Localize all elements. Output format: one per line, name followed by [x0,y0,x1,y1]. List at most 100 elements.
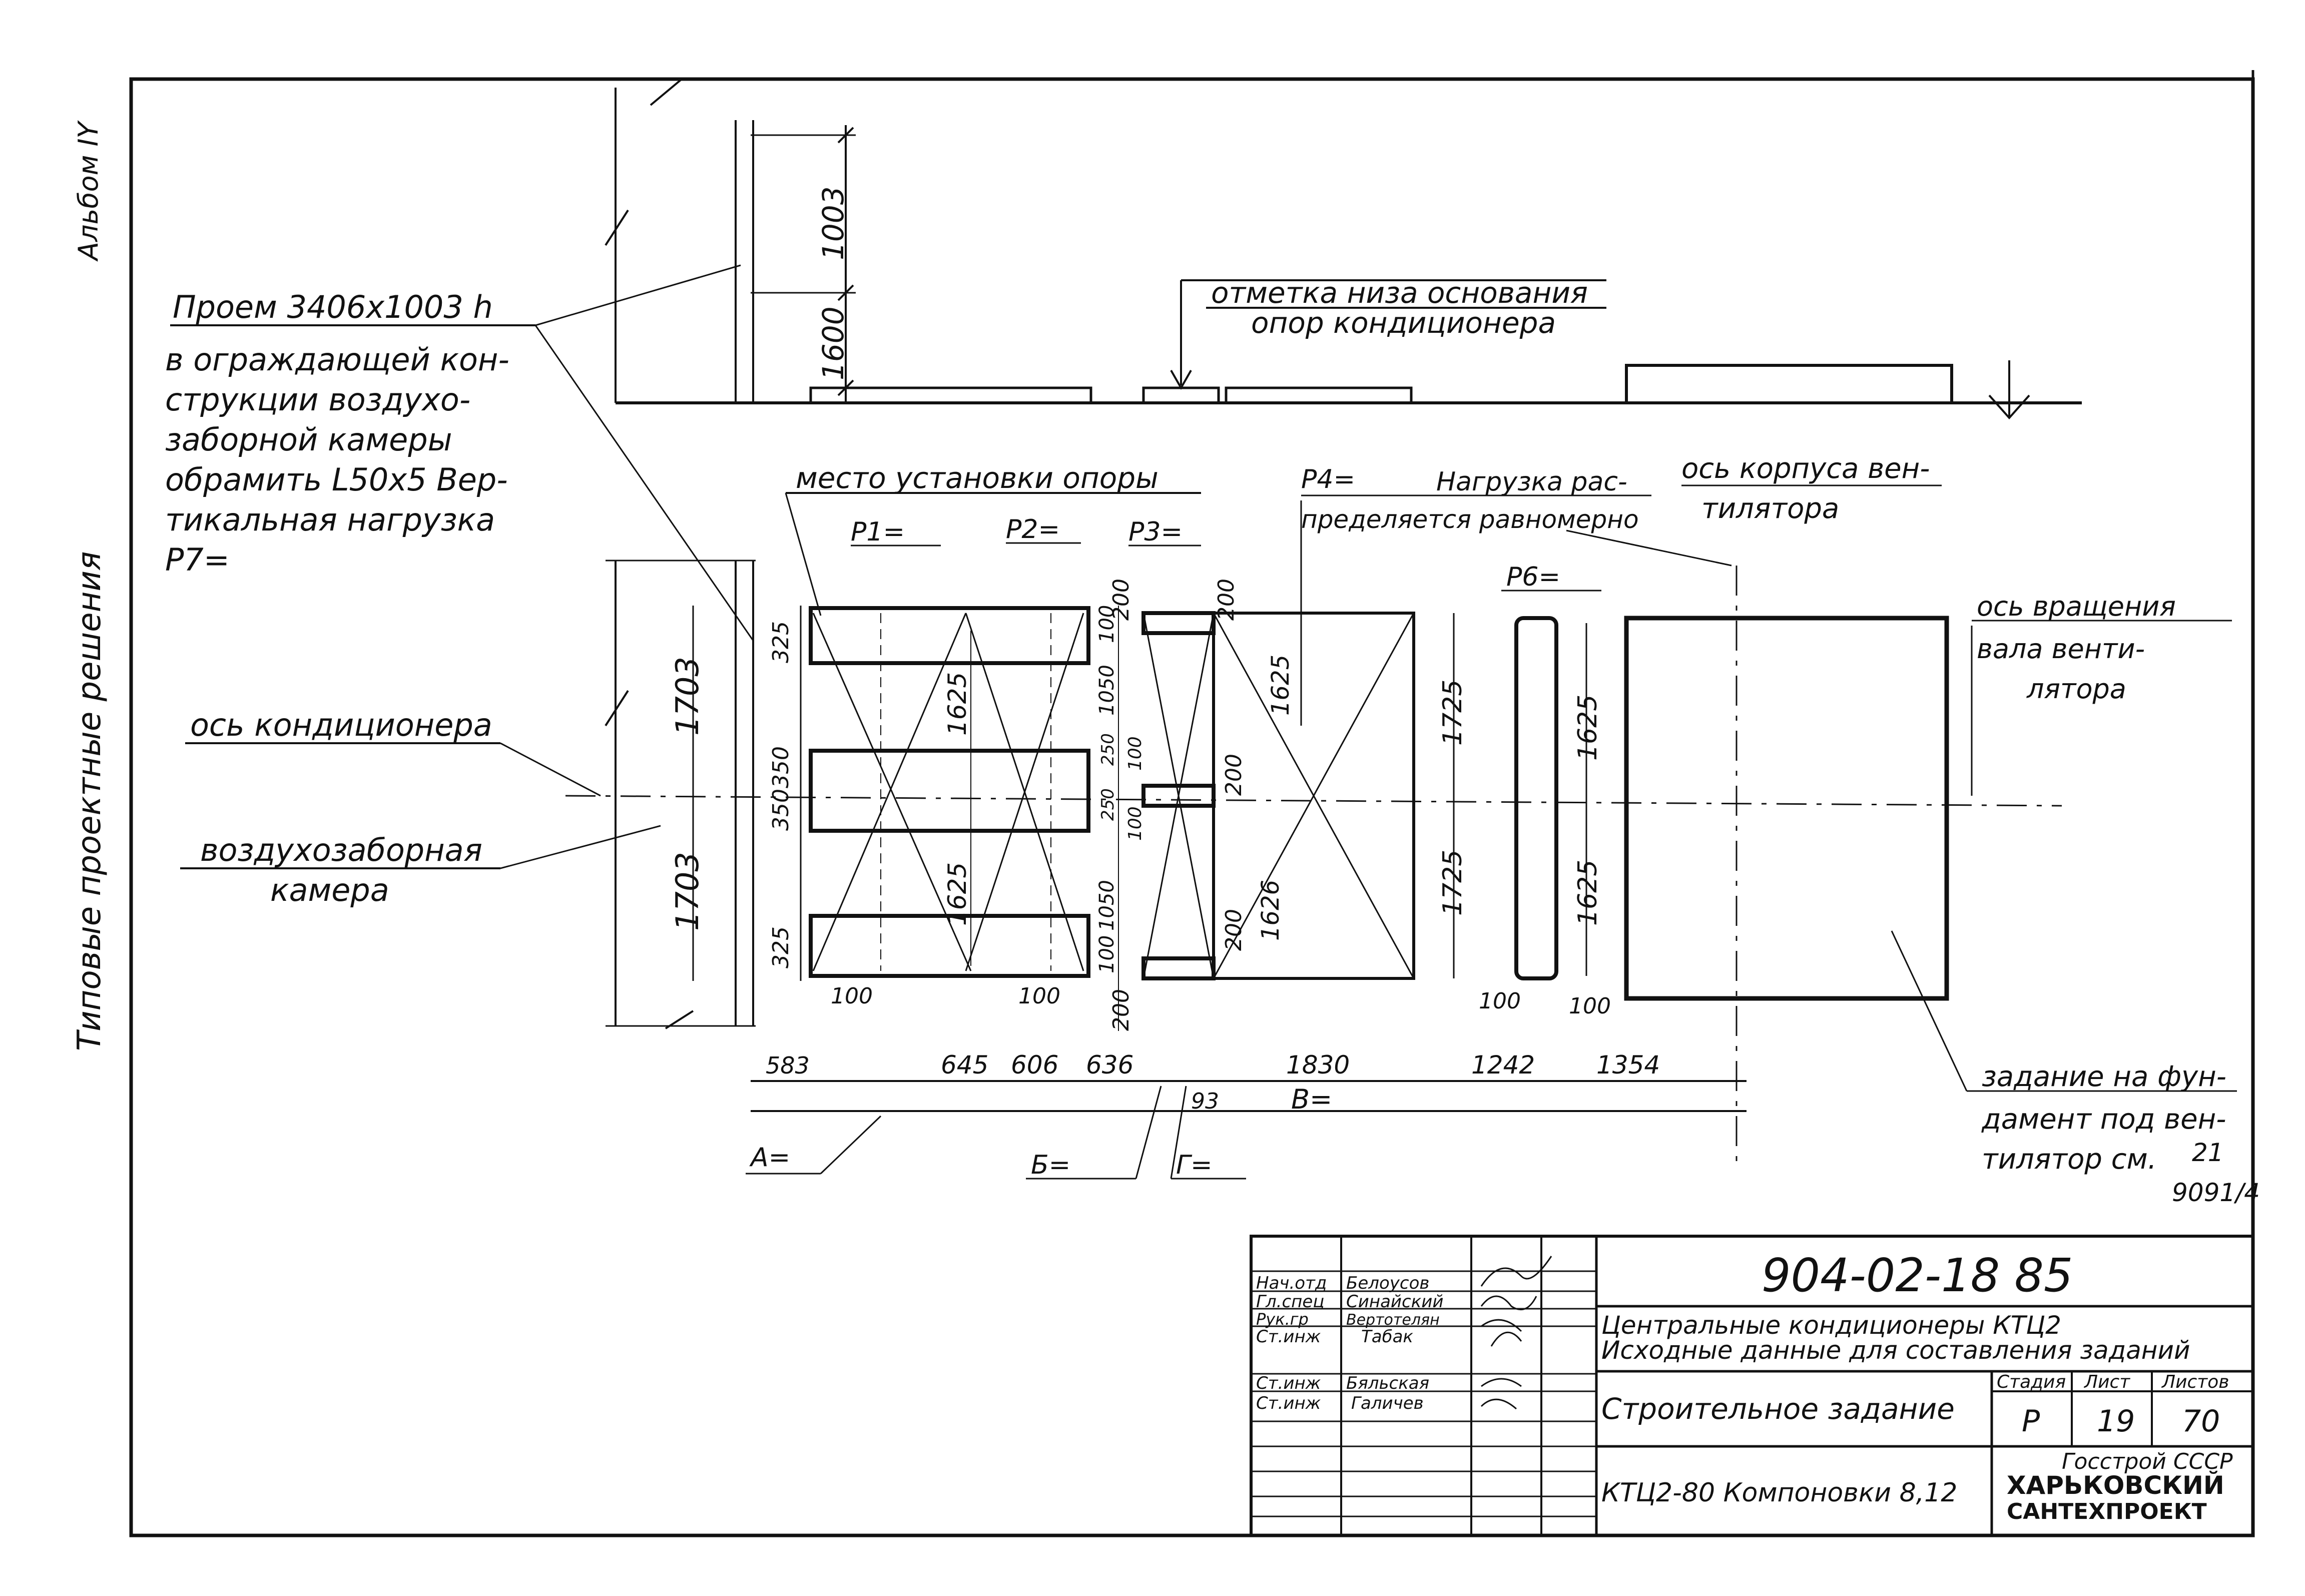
svg-text:Бяльская: Бяльская [1346,1373,1429,1393]
svg-text:А=: А= [749,1143,790,1173]
svg-text:Ст.инж: Ст.инж [1256,1327,1321,1347]
svg-text:1050: 1050 [1095,665,1118,716]
svg-text:вала венти-: вала венти- [1977,633,2145,665]
svg-text:САНТЕХПРОЕКТ: САНТЕХПРОЕКТ [2007,1499,2207,1524]
svg-text:Синайский: Синайский [1346,1292,1443,1312]
svg-text:P1=: P1= [851,517,905,547]
svg-text:1830: 1830 [1286,1050,1350,1080]
svg-text:дамент под вен-: дамент под вен- [1981,1103,2226,1136]
elev-dim-1003: 1003 [816,186,850,260]
svg-text:обрамить L50х5 Вер-: обрамить L50х5 Вер- [165,461,508,498]
signatures [1480,1256,1552,1410]
base-mark-line1: отметка низа основания [1211,276,1588,310]
svg-text:P3=: P3= [1128,517,1183,547]
svg-text:Г=: Г= [1176,1150,1213,1180]
svg-text:Стадия: Стадия [1997,1372,2066,1392]
svg-text:645: 645 [941,1050,988,1080]
svg-text:Б=: Б= [1031,1150,1070,1180]
svg-text:606: 606 [1011,1050,1058,1080]
svg-text:100: 100 [1569,993,1611,1019]
svg-text:Табак: Табак [1361,1327,1413,1347]
support-place-label: место установки опоры [796,461,1159,495]
opening-note: Проем 3406х1003 h в ограждающей кон- стр… [165,264,754,641]
svg-text:заборной камеры: заборной камеры [165,421,452,458]
svg-text:583: 583 [766,1052,810,1079]
svg-text:21: 21 [2192,1138,2224,1167]
svg-text:100: 100 [1095,605,1118,643]
svg-text:Листов: Листов [2161,1372,2229,1392]
svg-text:350: 350 [768,789,794,831]
svg-text:пределяется равномерно: пределяется равномерно [1301,505,1639,534]
svg-text:Проем 3406х1003 h: Проем 3406х1003 h [173,289,493,325]
svg-text:P2=: P2= [1006,514,1060,545]
svg-text:100: 100 [1125,736,1145,771]
svg-text:325: 325 [768,621,794,663]
svg-text:тилятора: тилятора [1701,492,1839,525]
svg-text:1242: 1242 [1471,1050,1535,1080]
sheet-title: КТЦ2-80 Компоновки 8,12 [1601,1478,1957,1508]
elev-dim-1600: 1600 [816,306,850,380]
svg-text:1625: 1625 [1267,655,1295,716]
svg-text:Рук.гр: Рук.гр [1256,1310,1309,1329]
fan-body [1624,616,1949,1001]
elevation-view: 1003 1600 отметка низа основания опор ко… [605,79,2082,420]
svg-text:250: 250 [1098,788,1118,821]
svg-text:1625: 1625 [1573,695,1603,761]
dim-1703-upper: 1703 [669,657,706,736]
svg-text:100: 100 [1125,806,1145,841]
svg-text:200: 200 [1214,579,1239,621]
svg-text:1626: 1626 [1257,880,1285,941]
svg-text:200: 200 [1108,989,1134,1031]
svg-text:Нагрузка рас-: Нагрузка рас- [1436,467,1627,497]
svg-text:100: 100 [831,983,873,1009]
drawing-frame [129,77,2255,1537]
svg-text:1625: 1625 [943,672,972,736]
svg-text:1050: 1050 [1095,880,1118,931]
svg-text:1354: 1354 [1596,1050,1660,1080]
svg-text:P7=: P7= [165,542,230,578]
svg-text:Гл.спец: Гл.спец [1256,1292,1324,1312]
svg-text:тикальная нагрузка: тикальная нагрузка [165,501,495,538]
conditioner-axis [565,795,2062,807]
svg-text:тилятор см.: тилятор см. [1982,1143,2157,1176]
svg-text:Галичев: Галичев [1351,1393,1424,1413]
svg-text:струкции воздухо-: струкции воздухо- [165,381,470,418]
svg-text:325: 325 [768,926,794,968]
svg-text:ось вращения: ось вращения [1977,591,2176,622]
svg-text:93: 93 [1191,1089,1219,1114]
svg-text:Ст.инж: Ст.инж [1256,1373,1321,1393]
svg-text:1625: 1625 [1573,860,1603,926]
svg-text:Р: Р [2022,1404,2040,1439]
series-title: Типовые проектные решения [71,551,108,1051]
svg-text:ось кондиционера: ось кондиционера [190,707,492,743]
svg-text:задание на фун-: задание на фун- [1982,1060,2226,1093]
svg-text:в ограждающей кон-: в ограждающей кон- [165,341,509,378]
base-mark-line2: опор кондиционера [1251,306,1556,340]
svg-text:19: 19 [2097,1404,2135,1439]
svg-text:1625: 1625 [943,862,972,926]
album-title: Альбом IY [73,120,104,262]
doc-number: 904-02-18 85 [1762,1249,2073,1302]
svg-text:Исходные данные для составлени: Исходные данные для составления заданий [1601,1336,2190,1365]
dim-1703-lower: 1703 [669,852,706,931]
svg-text:70: 70 [2182,1404,2220,1439]
svg-text:100: 100 [1018,983,1060,1009]
svg-text:636: 636 [1086,1050,1133,1080]
svg-text:350: 350 [768,746,794,788]
svg-text:100: 100 [1479,988,1521,1014]
svg-text:200: 200 [1108,579,1134,621]
svg-text:250: 250 [1098,733,1118,766]
svg-text:воздухозаборная: воздухозаборная [200,832,482,868]
svg-text:Госстрой СССР: Госстрой СССР [2062,1449,2233,1474]
svg-text:9091/4: 9091/4 [2172,1178,2260,1207]
plan-labels: место установки опоры P1= P2= P3= P4= На… [180,452,2260,1207]
svg-text:200: 200 [1221,909,1247,951]
svg-text:камера: камера [270,872,389,908]
svg-text:ось корпуса вен-: ось корпуса вен- [1681,452,1930,485]
svg-text:лятора: лятора [2026,673,2126,705]
svg-text:Ст.инж: Ст.инж [1256,1393,1321,1413]
svg-text:Нач.отд: Нач.отд [1256,1273,1327,1293]
svg-text:Лист: Лист [2083,1372,2130,1392]
svg-text:Белоусов: Белоусов [1346,1273,1429,1293]
